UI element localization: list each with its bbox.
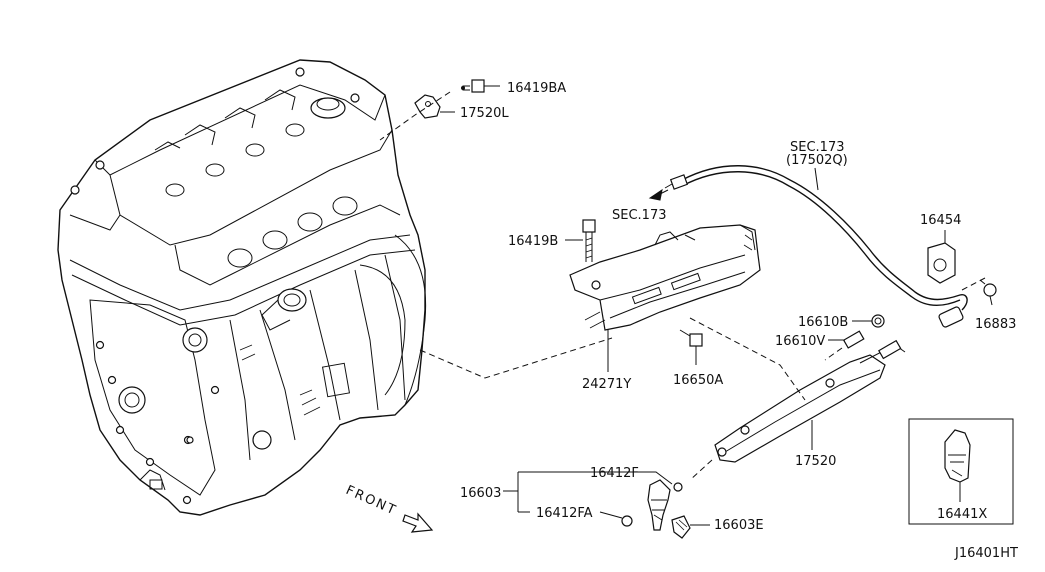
label-16412FA: 16412FA	[536, 506, 593, 521]
label-17502Q: (17502Q)	[786, 153, 848, 168]
bolt-16419BA	[461, 79, 500, 93]
label-16610B: 16610B	[798, 315, 848, 330]
injector-16603	[647, 479, 671, 531]
valve-16610V	[828, 330, 865, 349]
label-16454: 16454	[920, 213, 961, 228]
sec173-arrow	[648, 188, 669, 201]
fuel-feed-tube	[664, 165, 968, 328]
bolt-16650A	[679, 329, 703, 365]
label-16441X: 16441X	[937, 507, 987, 522]
label-front: FRONT	[343, 483, 399, 519]
clamp-16454	[927, 230, 956, 284]
label-17520L: 17520L	[460, 106, 509, 121]
engine-block-illustration	[57, 59, 427, 516]
label-16610V: 16610V	[775, 334, 825, 349]
label-16603: 16603	[460, 486, 501, 501]
clip-16603E	[671, 515, 710, 539]
inset-box-16441X	[908, 418, 1014, 525]
fuel-rail-17520	[714, 339, 906, 463]
label-17520: 17520	[795, 454, 836, 469]
label-24271Y: 24271Y	[582, 377, 631, 392]
front-direction-indicator: FRONT	[343, 483, 434, 533]
label-16883: 16883	[975, 317, 1016, 332]
bracket-17520L	[414, 94, 455, 119]
bolt-16419B	[565, 219, 596, 262]
clip-16883	[961, 277, 997, 306]
seal-16610B	[852, 314, 885, 328]
label-16419BA: 16419BA	[507, 81, 566, 96]
label-16419B: 16419B	[508, 234, 558, 249]
label-16650A: 16650A	[673, 373, 723, 388]
label-16412F: 16412F	[590, 466, 639, 481]
diagram-id: J16401HT	[954, 546, 1018, 561]
label-sec173-left: SEC.173	[612, 208, 667, 223]
label-16603E: 16603E	[714, 518, 764, 533]
label-sec173-top: SEC.173	[790, 140, 845, 155]
protector-24271Y	[569, 224, 761, 372]
